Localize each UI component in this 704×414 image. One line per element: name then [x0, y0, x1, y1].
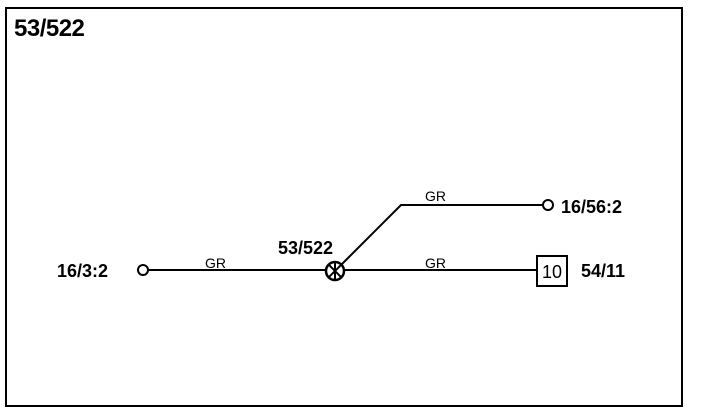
wire-color-lower: GR: [425, 255, 446, 271]
wire-color-upper: GR: [425, 188, 446, 204]
splice-icon: [324, 260, 346, 282]
connector-box-right: [536, 255, 568, 287]
connector-label-right: 54/11: [581, 261, 625, 281]
page-title: 53/522: [14, 15, 85, 42]
connector-pin-right: 10: [542, 262, 562, 282]
wire-color-left: GR: [205, 255, 226, 271]
splice-label: 53/522: [278, 238, 333, 258]
diagram-frame: [5, 7, 683, 407]
wire-upper: [339, 204, 543, 267]
terminal-left-icon: [137, 264, 149, 276]
connector-label-left: 16/3:2: [57, 261, 108, 281]
terminal-upper-right-icon: [542, 199, 554, 211]
connector-label-upper-right: 16/56:2: [561, 197, 622, 217]
